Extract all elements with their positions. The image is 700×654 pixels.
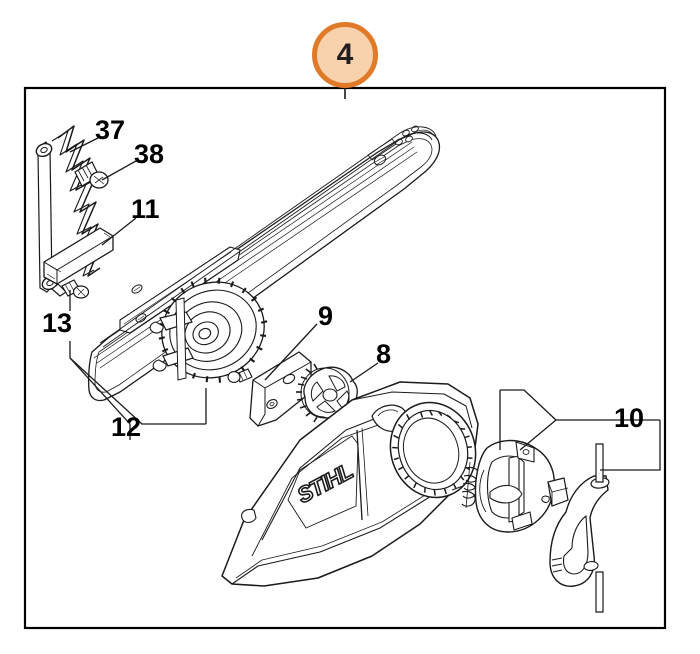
part-label-37[interactable]: 37: [95, 115, 126, 145]
sprocket-cover: [474, 439, 555, 533]
power-head-housing: [221, 381, 479, 587]
collar-screw: [74, 161, 109, 189]
saw-chain: [99, 126, 437, 348]
part-label-8[interactable]: 8: [376, 339, 392, 369]
leader-lines: [69, 137, 661, 471]
chain-sprocket-rim: [149, 277, 268, 383]
part-label-38[interactable]: 38: [134, 139, 165, 169]
part-label-12[interactable]: 12: [111, 412, 142, 442]
part-label-10[interactable]: 10: [614, 403, 645, 433]
tensioner-pin: [595, 443, 604, 613]
part-label-9[interactable]: 9: [318, 301, 334, 331]
group-callout-4[interactable]: 4: [312, 22, 378, 88]
part-label-13[interactable]: 13: [42, 308, 73, 338]
part-label-11[interactable]: 11: [131, 194, 160, 224]
tensioner-handle: [549, 475, 610, 587]
screw-small-tensioner: [227, 368, 253, 383]
cover-clamp-piece: [541, 477, 569, 507]
bar-mounting-plate: [43, 227, 114, 285]
screw-13: [61, 279, 90, 299]
group-callout-4-label: 4: [336, 38, 354, 71]
